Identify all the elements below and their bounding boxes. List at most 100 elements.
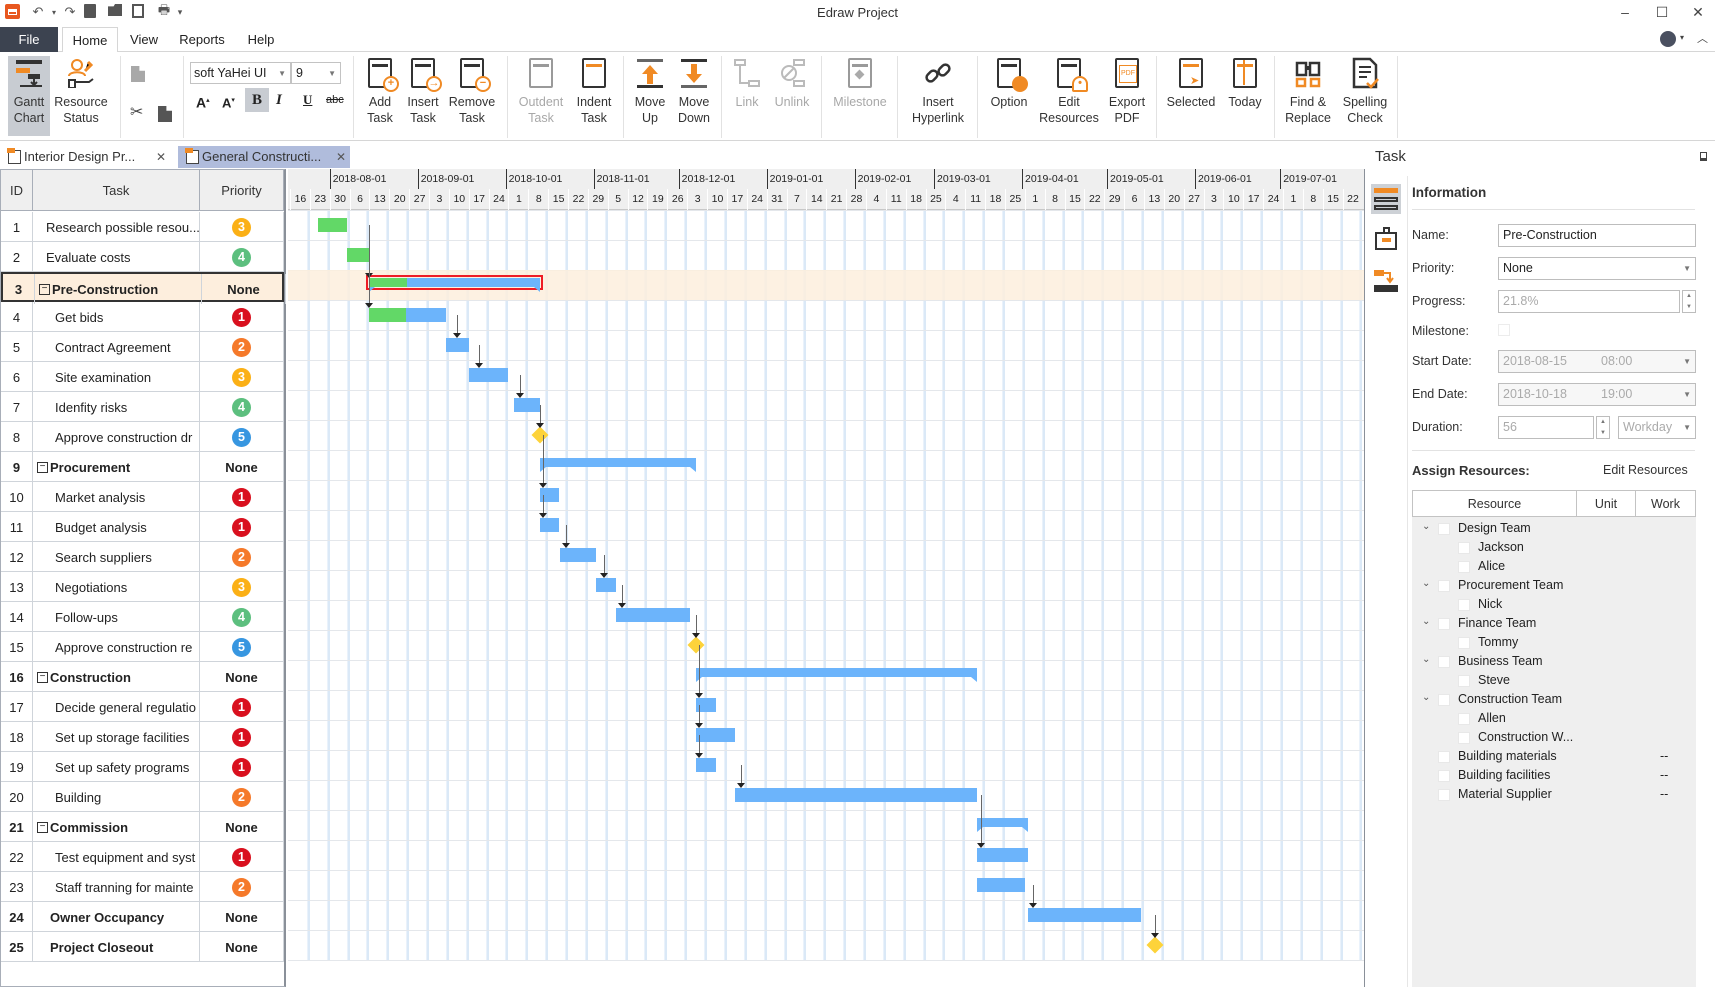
row-task-name[interactable]: −Pre-Construction <box>35 274 202 304</box>
maximize-button[interactable]: ☐ <box>1655 3 1669 20</box>
row-task-name[interactable]: Research possible resou... <box>33 212 200 242</box>
row-priority[interactable]: 2 <box>200 872 284 902</box>
task-bar[interactable] <box>695 728 736 742</box>
milestone-diamond[interactable] <box>687 636 705 654</box>
font-size-select[interactable]: 9▼ <box>291 62 341 84</box>
goto-today-button[interactable]: Today <box>1221 56 1269 136</box>
row-task-name[interactable]: Negotiations <box>33 572 200 602</box>
task-bar[interactable] <box>976 848 1028 862</box>
row-priority[interactable]: 5 <box>200 422 284 452</box>
duration-input[interactable]: 56 <box>1498 416 1594 439</box>
row-task-name[interactable]: Search suppliers <box>33 542 200 572</box>
row-priority[interactable]: None <box>200 452 284 482</box>
row-task-name[interactable]: Set up safety programs <box>33 752 200 782</box>
row-task-name[interactable]: Site examination <box>33 362 200 392</box>
row-priority[interactable]: 1 <box>200 512 284 542</box>
task-bar[interactable] <box>596 578 617 592</box>
row-task-name[interactable]: −Commission <box>33 812 200 842</box>
row-priority[interactable]: 1 <box>200 752 284 782</box>
close-button[interactable]: ✕ <box>1692 3 1704 20</box>
menu-help[interactable]: Help <box>247 32 275 47</box>
milestone-button[interactable]: Milestone <box>828 56 892 136</box>
row-task-name[interactable]: −Procurement <box>33 452 200 482</box>
name-input[interactable]: Pre-Construction <box>1498 224 1696 247</box>
resource-item[interactable]: Alice <box>1458 557 1505 576</box>
collapse-icon[interactable]: − <box>37 461 48 473</box>
chevron-down-icon[interactable]: ⌄ <box>1422 692 1431 703</box>
new-file-icon[interactable] <box>84 4 96 18</box>
decrease-font-icon[interactable]: A▾ <box>222 95 235 111</box>
font-name-select[interactable]: soft YaHei UI▼ <box>190 62 291 84</box>
resource-checkbox[interactable] <box>1458 731 1470 744</box>
column-header-priority[interactable]: Priority <box>200 170 284 211</box>
resource-item[interactable]: Building facilities <box>1438 766 1550 785</box>
column-header-task[interactable]: Task <box>33 170 200 211</box>
menu-reports[interactable]: Reports <box>179 32 225 47</box>
underline-icon[interactable]: U <box>303 92 313 107</box>
cut-icon[interactable]: ✂ <box>130 104 144 121</box>
briefcase-tab-icon[interactable] <box>1371 226 1401 256</box>
menu-file[interactable]: File <box>0 27 58 52</box>
bold-icon[interactable]: B <box>245 88 269 112</box>
row-task-name[interactable]: Get bids <box>33 302 200 332</box>
paste-icon[interactable] <box>131 66 145 82</box>
progress-stepper[interactable]: ▲▼ <box>1682 290 1696 313</box>
collapse-icon[interactable]: − <box>37 821 48 833</box>
resource-checkbox[interactable] <box>1438 522 1450 535</box>
row-task-name[interactable]: Building <box>33 782 200 812</box>
row-priority[interactable]: 2 <box>200 542 284 572</box>
copy-icon[interactable] <box>158 106 172 122</box>
resource-item[interactable]: Jackson <box>1458 538 1524 557</box>
option-button[interactable]: Option <box>984 56 1034 136</box>
row-task-name[interactable]: Budget analysis <box>33 512 200 542</box>
customize-toolbar-icon[interactable]: ▾ <box>177 6 183 17</box>
task-bar[interactable] <box>514 398 540 412</box>
duration-stepper[interactable]: ▲▼ <box>1596 416 1610 439</box>
row-task-name[interactable]: Idenfity risks <box>33 392 200 422</box>
save-icon[interactable] <box>132 4 144 18</box>
task-bar[interactable] <box>539 518 560 532</box>
task-bar[interactable] <box>559 548 597 562</box>
row-priority[interactable]: 1 <box>200 722 284 752</box>
row-priority[interactable]: None <box>202 274 286 304</box>
resource-checkbox[interactable] <box>1438 693 1450 706</box>
row-priority[interactable]: None <box>200 812 284 842</box>
collapse-icon[interactable]: − <box>39 283 50 295</box>
resource-item[interactable]: Design Team <box>1438 519 1531 538</box>
resource-item[interactable]: Procurement Team <box>1438 576 1563 595</box>
minimize-button[interactable]: – <box>1621 4 1629 20</box>
task-bar[interactable] <box>695 758 716 772</box>
row-priority[interactable]: 5 <box>200 632 284 662</box>
task-bar[interactable] <box>446 338 469 352</box>
resource-checkbox[interactable] <box>1438 655 1450 668</box>
task-bar[interactable] <box>539 488 560 502</box>
row-priority[interactable]: 3 <box>200 212 284 242</box>
increase-font-icon[interactable]: A▴ <box>196 94 210 111</box>
task-bar[interactable] <box>1027 908 1142 922</box>
column-header-resource[interactable]: Resource <box>1412 490 1577 517</box>
column-header-work[interactable]: Work <box>1636 490 1696 517</box>
row-task-name[interactable]: Owner Occupancy <box>33 902 200 932</box>
row-task-name[interactable]: Approve construction dr <box>33 422 200 452</box>
task-bar[interactable] <box>468 368 509 382</box>
